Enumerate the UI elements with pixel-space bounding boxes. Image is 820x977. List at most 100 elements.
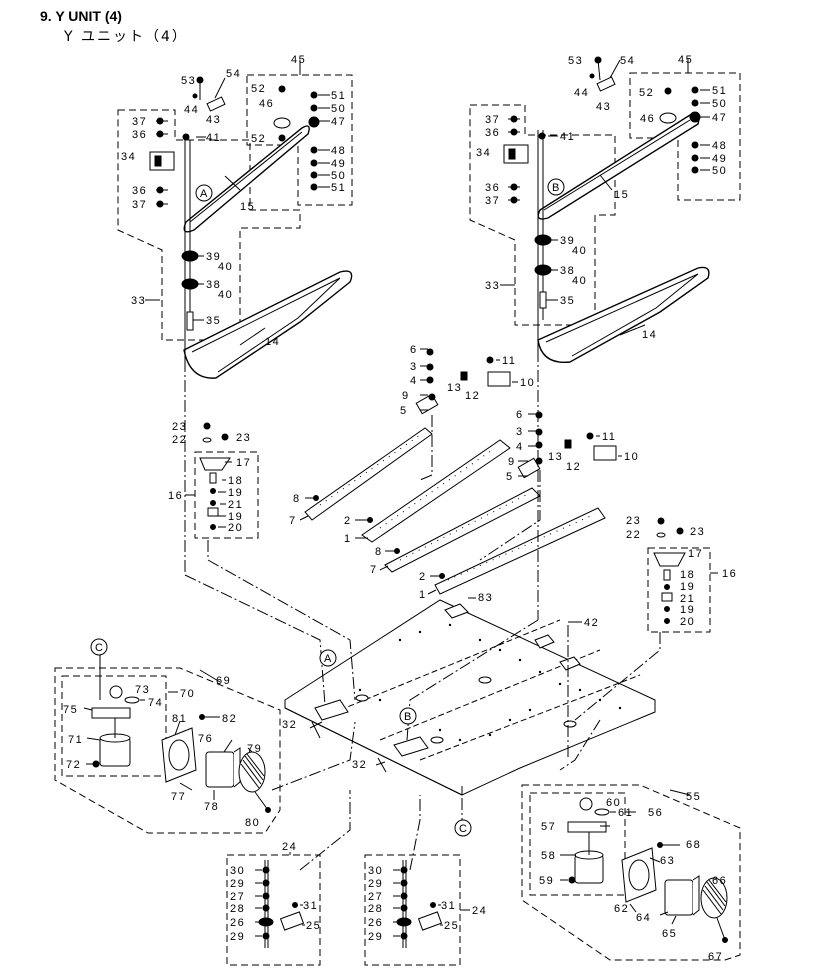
label-52a-left: 52	[251, 83, 266, 95]
label-37b-left: 37	[132, 199, 147, 211]
part-number-labels: 53 54 44 43 45 52 46 52 51 50 47 48 49 5…	[63, 54, 736, 963]
label-69: 69	[216, 675, 231, 687]
label-19a-left: 19	[228, 487, 243, 499]
label-70: 70	[180, 688, 195, 700]
callout-c-fan: C	[95, 642, 104, 654]
label-18-right: 18	[680, 569, 695, 581]
bottom-stack-left	[226, 852, 321, 966]
label-35-left: 35	[206, 315, 221, 327]
label-13a: 13	[447, 382, 462, 394]
callout-circles: A B A B C C	[90, 178, 565, 837]
label-36a-right: 36	[485, 127, 500, 139]
label-2a: 2	[344, 515, 352, 527]
label-62: 62	[614, 903, 629, 915]
label-53-left: 53	[181, 75, 196, 87]
fan-unit-right	[521, 784, 741, 961]
label-48-left: 48	[331, 145, 346, 157]
label-22-left: 22	[172, 434, 187, 446]
label-83: 83	[478, 592, 493, 604]
label-52-right: 52	[639, 87, 654, 99]
linear-rails	[299, 348, 622, 595]
label-17-left: 17	[236, 457, 251, 469]
label-4a: 4	[410, 375, 418, 387]
label-46-left: 46	[259, 98, 274, 110]
label-73: 73	[135, 684, 150, 696]
label-19b-right: 19	[680, 604, 695, 616]
label-17-right: 17	[688, 548, 703, 560]
label-7b: 7	[370, 564, 378, 576]
label-78: 78	[204, 801, 219, 813]
callout-a-top: A	[200, 188, 209, 200]
label-65: 65	[662, 928, 677, 940]
label-43-left: 43	[206, 114, 221, 126]
label-2b: 2	[419, 571, 427, 583]
label-43-right: 43	[596, 101, 611, 113]
label-53-right: 53	[568, 55, 583, 67]
label-9a: 9	[402, 390, 410, 402]
label-54-left: 54	[226, 68, 241, 80]
label-27-right: 27	[368, 891, 383, 903]
label-14-right: 14	[642, 329, 657, 341]
label-37a-right: 37	[485, 114, 500, 126]
label-38-right: 38	[560, 265, 575, 277]
label-10b: 10	[624, 451, 639, 463]
label-47-left: 47	[331, 116, 346, 128]
label-12a: 12	[465, 390, 480, 402]
label-61: 61	[618, 807, 633, 819]
label-6a: 6	[410, 344, 418, 356]
label-35-right: 35	[560, 295, 575, 307]
label-54-right: 54	[620, 55, 635, 67]
label-82: 82	[222, 713, 237, 725]
label-11b: 11	[602, 431, 616, 443]
label-3b: 3	[516, 426, 524, 438]
label-60: 60	[606, 797, 621, 809]
label-39-right: 39	[560, 235, 575, 247]
label-36a-left: 36	[132, 129, 147, 141]
label-63: 63	[660, 855, 675, 867]
label-33-left: 33	[131, 295, 146, 307]
label-23a-right: 23	[626, 515, 641, 527]
base-plate	[284, 597, 656, 796]
label-59: 59	[539, 875, 554, 887]
label-10a: 10	[520, 377, 535, 389]
label-79: 79	[247, 743, 262, 755]
label-50b-left: 50	[331, 170, 346, 182]
label-58: 58	[541, 850, 556, 862]
label-51a-left: 51	[331, 90, 346, 102]
label-1a: 1	[344, 533, 352, 545]
label-21-right: 21	[680, 593, 695, 605]
label-20-left: 20	[228, 522, 243, 534]
label-74: 74	[148, 697, 163, 709]
label-41-right: 41	[560, 131, 575, 143]
label-23b-right: 23	[690, 526, 705, 538]
label-50b-right: 50	[712, 165, 727, 177]
label-50a-right: 50	[712, 98, 727, 110]
label-23a-left: 23	[172, 421, 187, 433]
page-subtitle: Y ユニット（4）	[64, 29, 188, 45]
label-40a-right: 40	[572, 245, 587, 257]
label-23b-left: 23	[236, 432, 251, 444]
label-16-left: 16	[168, 490, 183, 502]
label-8a: 8	[293, 493, 301, 505]
label-29a-left: 29	[230, 878, 245, 890]
callout-c-base: C	[459, 823, 468, 835]
label-52b-left: 52	[251, 133, 266, 145]
label-48-right: 48	[712, 140, 727, 152]
label-49-left: 49	[331, 158, 346, 170]
label-25-left: 25	[306, 920, 321, 932]
label-67: 67	[708, 951, 723, 963]
label-32b: 32	[352, 759, 367, 771]
label-38-left: 38	[206, 279, 221, 291]
label-68: 68	[686, 839, 701, 851]
label-9b: 9	[508, 456, 516, 468]
label-29a-right: 29	[368, 878, 383, 890]
label-45-right: 45	[678, 54, 693, 66]
label-6b: 6	[516, 409, 524, 421]
label-14-left: 14	[265, 336, 280, 348]
label-21-left: 21	[228, 499, 243, 511]
label-46-right: 46	[640, 113, 655, 125]
fan-unit-left	[54, 655, 281, 834]
label-37a-left: 37	[132, 116, 147, 128]
label-3a: 3	[410, 361, 418, 373]
